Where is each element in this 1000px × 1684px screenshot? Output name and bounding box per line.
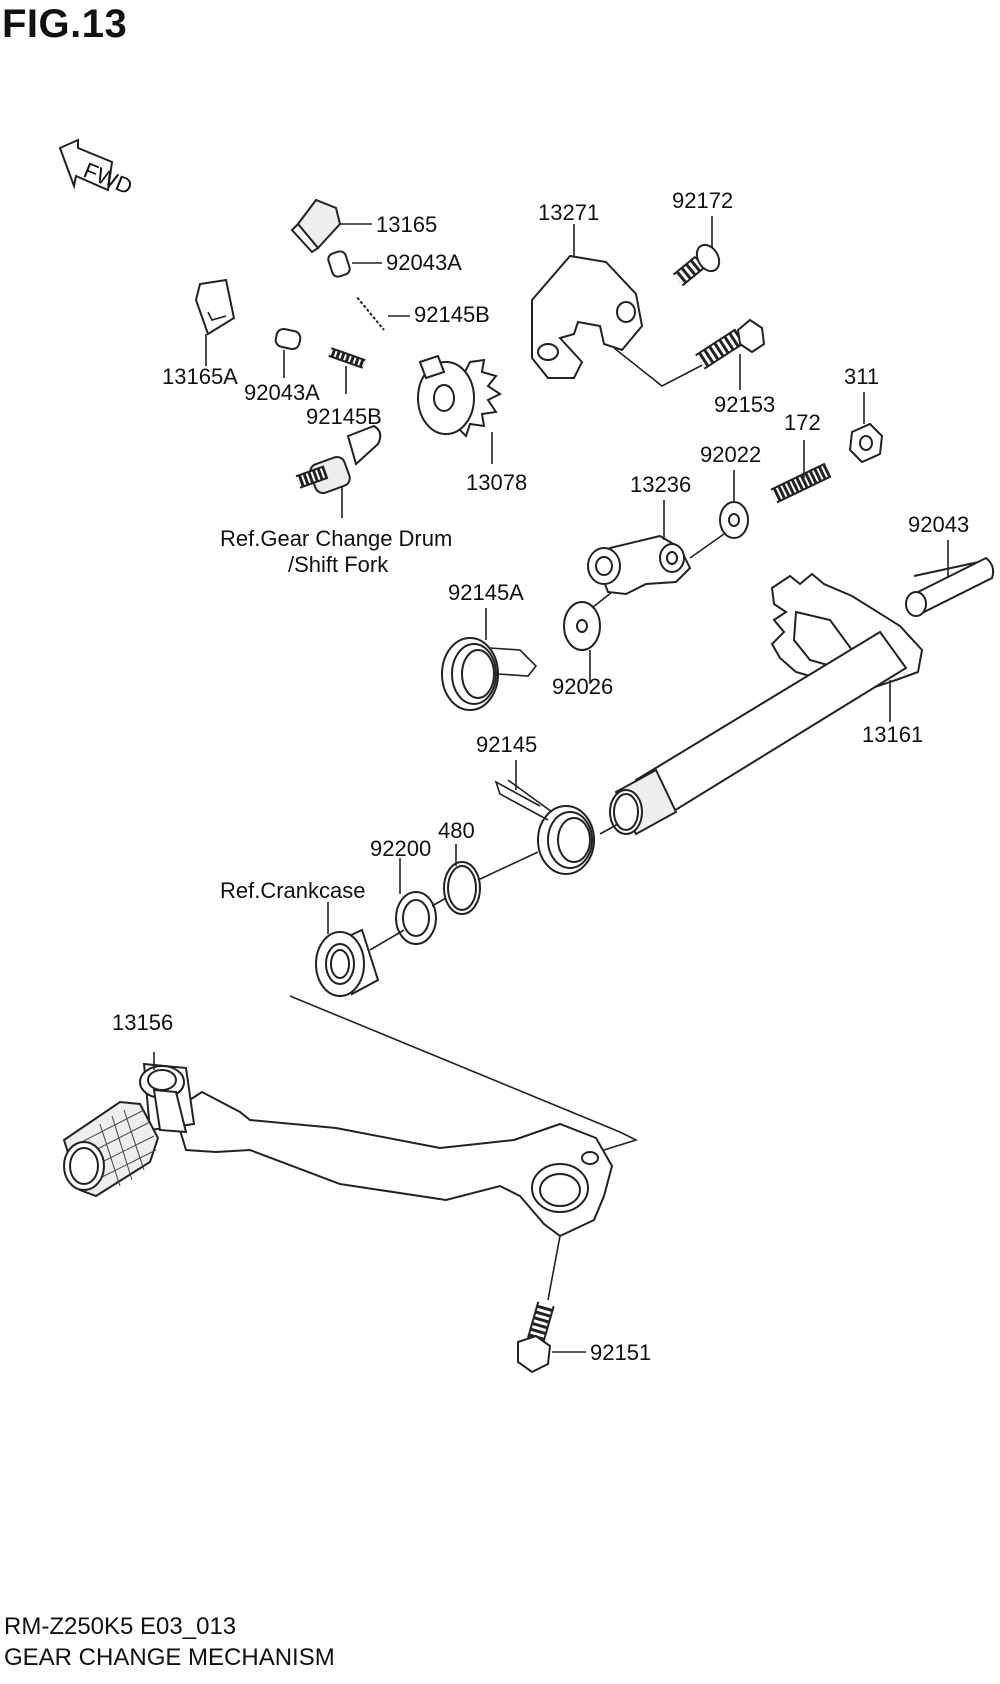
part-92151-drawing	[517, 1301, 555, 1374]
part-92043-drawing	[905, 556, 995, 617]
ref-drum-pin-drawing	[295, 424, 382, 494]
label-13161: 13161	[862, 722, 923, 747]
fwd-arrow-icon: FWD	[58, 138, 136, 199]
part-92145B-top-drawing	[353, 294, 387, 332]
label-92153: 92153	[714, 392, 775, 417]
label-13165A: 13165A	[162, 364, 238, 389]
part-92022-drawing	[719, 501, 749, 539]
part-92145-drawing	[494, 779, 595, 875]
part-13161-drawing	[609, 572, 924, 836]
label-92145B-bottom: 92145B	[306, 404, 382, 429]
label-92151: 92151	[590, 1340, 651, 1365]
part-92145A-drawing	[441, 637, 538, 711]
ref-crankcase-seal-drawing	[315, 928, 380, 997]
label-92043: 92043	[908, 512, 969, 537]
part-13078-drawing	[417, 354, 502, 438]
label-92145B-top: 92145B	[414, 302, 490, 327]
label-172: 172	[784, 410, 821, 435]
part-480-drawing	[443, 861, 481, 915]
part-92145B-bottom-drawing	[328, 347, 366, 369]
label-92043A-bottom: 92043A	[244, 380, 320, 405]
part-92026-drawing	[563, 601, 601, 651]
figure-name: GEAR CHANGE MECHANISM	[4, 1644, 335, 1671]
label-92043A-top: 92043A	[386, 250, 462, 275]
label-13165: 13165	[376, 212, 437, 237]
label-92172: 92172	[672, 188, 733, 213]
label-92200: 92200	[370, 836, 431, 861]
part-92043A-bottom-drawing	[274, 328, 302, 350]
label-92026: 92026	[552, 674, 613, 699]
label-311: 311	[844, 364, 879, 389]
label-ref-crankcase: Ref.Crankcase	[220, 878, 366, 903]
knurled-tip	[62, 1100, 160, 1198]
part-13165A-drawing	[194, 278, 236, 336]
label-480: 480	[438, 818, 475, 843]
label-13271: 13271	[538, 200, 599, 225]
part-13271-drawing	[531, 254, 644, 379]
part-92153-drawing	[695, 318, 766, 370]
label-13078: 13078	[466, 470, 527, 495]
part-92172-drawing	[672, 243, 721, 287]
figure-title: FIG.13	[2, 2, 128, 46]
label-92022: 92022	[700, 442, 761, 467]
part-92043A-top-drawing	[327, 250, 351, 278]
label-ref-shift-fork: /Shift Fork	[288, 552, 389, 577]
label-92145A: 92145A	[448, 580, 524, 605]
part-13156-drawing	[62, 995, 639, 1238]
part-13165-drawing	[290, 198, 342, 254]
part-13236-drawing	[587, 534, 692, 596]
label-ref-gear-change-drum: Ref.Gear Change Drum	[220, 526, 452, 551]
figure-code: RM-Z250K5 E03_013	[4, 1613, 237, 1640]
part-172-drawing	[770, 462, 832, 504]
part-92200-drawing	[395, 891, 437, 945]
label-13236: 13236	[630, 472, 691, 497]
part-311-drawing	[848, 422, 884, 464]
label-13156: 13156	[112, 1010, 173, 1035]
label-92145: 92145	[476, 732, 537, 757]
